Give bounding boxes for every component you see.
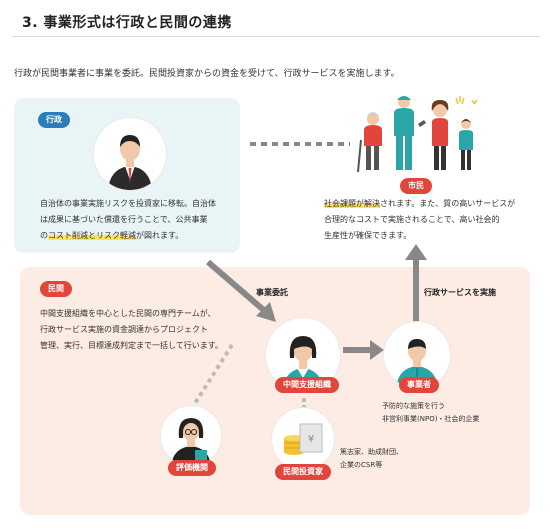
citizens-line-1b: されます。また、質の高いサービスが	[380, 199, 516, 208]
government-line-3: のコスト削減とリスク軽減が図れます。	[40, 228, 216, 244]
evaluator-icon	[171, 418, 211, 466]
evaluator-tag: 評価機関	[168, 460, 216, 476]
citizens-tag: 市民	[400, 178, 432, 194]
private-line-2: 行政サービス実施の資金調達からプロジェクト	[40, 325, 208, 334]
intermediary-tag: 中間支援組織	[275, 377, 339, 393]
coins-money-icon: ¥	[284, 423, 323, 455]
private-description: 中間支援組織を中心とした民間の専門チームが、 行政サービス実施の資金調達からプロ…	[40, 306, 223, 354]
private-sector-panel	[20, 267, 530, 515]
private-line-3: 管理、実行、目標達成判定まで一括して行います。	[40, 341, 223, 350]
government-line-1: 自治体の事業実施リスクを投資家に移転。自治体	[40, 199, 216, 208]
operator-tag: 事業者	[399, 377, 439, 393]
government-tag: 行政	[38, 112, 70, 128]
operator-note: 予防的な施策を行う 非営利事業(NPO)・社会的企業	[382, 400, 479, 426]
private-line-1: 中間支援組織を中心とした民間の専門チームが、	[40, 309, 216, 318]
elderly-person-icon	[357, 112, 382, 173]
operator-note-2: 非営利事業(NPO)・社会的企業	[382, 415, 480, 423]
government-line-2: は成果に基づいた償還を行うことで、公共事業	[40, 215, 208, 224]
investor-tag: 民間投資家	[275, 464, 331, 480]
woman-icon	[431, 100, 449, 170]
government-line-3a: の	[40, 231, 48, 240]
private-tag: 民間	[40, 281, 72, 297]
social-issue-highlight: 社会課題が解決	[324, 199, 380, 208]
investor-note-1: 篤志家、助成財団、	[340, 448, 403, 456]
intro-text: 行政が民間事業者に事業を委託。民間投資家からの資金を受けて、行政サービスを実施し…	[14, 69, 400, 79]
section-title: 3. 事業形式は行政と民間の連携	[22, 15, 232, 31]
child-icon	[455, 96, 478, 170]
svg-text:¥: ¥	[308, 434, 314, 445]
official-icon	[108, 135, 152, 190]
citizens-description: 社会課題が解決されます。また、質の高いサービスが 合理的なコストで実施されること…	[324, 196, 515, 244]
service-arrowhead	[405, 244, 427, 260]
government-official-avatar	[94, 118, 166, 190]
operator-note-1: 予防的な施策を行う	[382, 402, 445, 410]
government-description: 自治体の事業実施リスクを投資家に移転。自治体 は成果に基づいた償還を行うことで、…	[40, 196, 216, 244]
investor-note-2: 企業のCSR等	[340, 461, 383, 469]
commission-label: 事業委託	[256, 288, 288, 297]
investor-avatar: ¥	[272, 408, 334, 470]
citizens-line-2: 合理的なコストで実施されることで、高い社会的	[324, 215, 500, 224]
citizens-line-1: 社会課題が解決されます。また、質の高いサービスが	[324, 196, 515, 212]
title-divider	[12, 36, 540, 37]
service-label: 行政サービスを実施	[424, 288, 496, 297]
citizens-line-3: 生産性が確保できます。	[324, 231, 412, 240]
evaluator-avatar	[161, 406, 221, 466]
cost-risk-highlight: コスト削減とリスク軽減	[48, 231, 136, 240]
worker-icon	[394, 96, 426, 170]
government-line-3c: が図れます。	[136, 231, 184, 240]
investor-note: 篤志家、助成財団、 企業のCSR等	[340, 446, 403, 472]
